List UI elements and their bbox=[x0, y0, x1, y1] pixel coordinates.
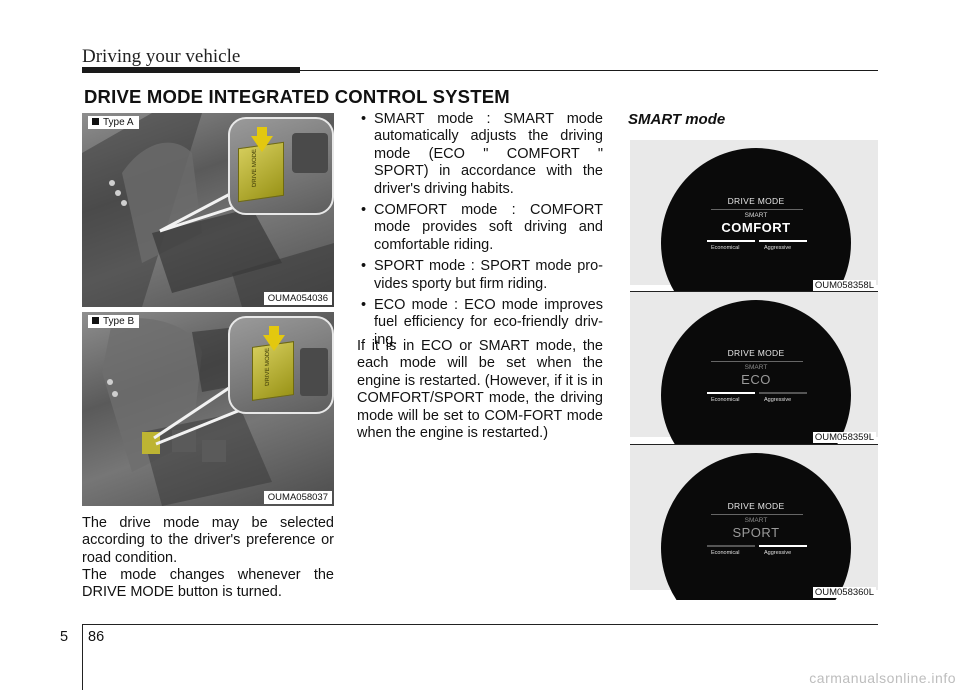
display-smart-label: SMART bbox=[744, 517, 768, 524]
bullet-smart: SMART mode : SMART mode automatically ad… bbox=[357, 111, 603, 198]
chapter-number: 5 bbox=[60, 629, 69, 645]
display-title: DRIVE MODE bbox=[727, 196, 785, 206]
arrow-stem-b bbox=[269, 326, 279, 336]
header-title: Driving your vehicle bbox=[82, 46, 241, 67]
aggressive-label: Aggressive bbox=[764, 245, 792, 251]
display-title: DRIVE MODE bbox=[727, 501, 785, 511]
header-bar bbox=[82, 67, 300, 73]
paragraph-mode-change: The mode changes whenever the DRIVE MODE… bbox=[82, 567, 334, 601]
bullet-eco: ECO mode : ECO mode improves fuel effici… bbox=[357, 297, 603, 349]
section-title: DRIVE MODE INTEGRATED CONTROL SYSTEM bbox=[84, 86, 510, 107]
type-b-tag: Type B bbox=[88, 315, 140, 328]
display-divider bbox=[630, 444, 878, 445]
display-title: DRIVE MODE bbox=[727, 348, 785, 358]
display-smart-label: SMART bbox=[744, 212, 768, 219]
svg-text:DRIVE MODE: DRIVE MODE bbox=[265, 347, 271, 386]
economical-bar bbox=[707, 240, 755, 242]
display-smart-label: SMART bbox=[744, 364, 768, 371]
display-code: OUM058359L bbox=[812, 432, 876, 443]
smart-mode-heading: SMART mode bbox=[628, 111, 726, 128]
economical-label: Economical bbox=[711, 397, 740, 403]
header-rule bbox=[300, 70, 878, 71]
type-b-label: Type B bbox=[103, 316, 135, 327]
drive-mode-button-text-a: DRIVE MODE bbox=[252, 149, 258, 188]
drive-mode-callout-a: DRIVE MODE bbox=[228, 117, 334, 215]
page-number: 86 bbox=[88, 629, 105, 645]
display-mode-label: ECO bbox=[741, 372, 771, 387]
down-arrow-icon bbox=[251, 136, 273, 152]
economical-bar bbox=[707, 392, 755, 394]
gear-selector-panel-a bbox=[292, 133, 328, 173]
side-switch-panel-b bbox=[300, 348, 328, 396]
aggressive-bar bbox=[759, 545, 807, 547]
bullet-sport: SPORT mode : SPORT mode pro-vides sporty… bbox=[357, 258, 603, 293]
display-code: OUM058360L bbox=[812, 587, 876, 598]
display-eco: DRIVE MODE SMART ECO Economical Aggressi… bbox=[630, 292, 878, 445]
display-divider bbox=[630, 291, 878, 292]
display-sport: DRIVE MODE SMART SPORT Economical Aggres… bbox=[630, 445, 878, 600]
photo-type-a: Type A DRIVE MODE OUMA054036 bbox=[82, 113, 334, 307]
display-screen: DRIVE MODE SMART COMFORT Economical Aggr… bbox=[661, 148, 851, 292]
economical-bar bbox=[707, 545, 755, 547]
type-a-tag: Type A bbox=[88, 116, 139, 129]
display-separator bbox=[711, 361, 803, 362]
drive-mode-button-a: DRIVE MODE bbox=[238, 141, 284, 203]
mode-bullet-list: SMART mode : SMART mode automatically ad… bbox=[357, 111, 603, 353]
economical-label: Economical bbox=[711, 245, 740, 251]
display-mode-label: SPORT bbox=[732, 525, 780, 540]
svg-text:DRIVE MODE: DRIVE MODE bbox=[252, 149, 258, 188]
display-separator bbox=[711, 209, 803, 210]
bullet-comfort: COMFORT mode : COMFORT mode provides sof… bbox=[357, 202, 603, 254]
restart-note: If it is in ECO or SMART mode, the each … bbox=[357, 338, 603, 442]
footer-rule bbox=[82, 624, 878, 625]
display-mode-label: COMFORT bbox=[721, 220, 791, 235]
drive-mode-button-text-b: DRIVE MODE bbox=[265, 347, 271, 386]
photo-type-b: Type B DRIVE MODE OUMA058037 bbox=[82, 312, 334, 506]
display-separator bbox=[711, 514, 803, 515]
drive-mode-callout-b: DRIVE MODE bbox=[228, 316, 334, 414]
figure-code-b: OUMA058037 bbox=[263, 491, 332, 504]
display-code: OUM058358L bbox=[812, 280, 876, 291]
footer-divider bbox=[82, 624, 83, 690]
aggressive-bar bbox=[759, 392, 807, 394]
aggressive-label: Aggressive bbox=[764, 550, 792, 556]
aggressive-bar bbox=[759, 240, 807, 242]
display-comfort: DRIVE MODE SMART COMFORT Economical Aggr… bbox=[630, 140, 878, 292]
display-screen: DRIVE MODE SMART ECO Economical Aggressi… bbox=[661, 300, 851, 445]
display-screen: DRIVE MODE SMART SPORT Economical Aggres… bbox=[661, 453, 851, 600]
aggressive-label: Aggressive bbox=[764, 397, 792, 403]
down-arrow-icon bbox=[263, 335, 285, 351]
arrow-stem-a bbox=[257, 127, 267, 137]
economical-label: Economical bbox=[711, 550, 740, 556]
drive-mode-button-b: DRIVE MODE bbox=[252, 341, 294, 401]
figure-code-a: OUMA054036 bbox=[263, 292, 332, 305]
watermark: carmanualsonline.info bbox=[809, 670, 956, 686]
bullet-square-icon bbox=[92, 317, 99, 324]
type-a-label: Type A bbox=[103, 117, 134, 128]
paragraph-intro: The drive mode may be selected according… bbox=[82, 515, 334, 566]
bullet-square-icon bbox=[92, 118, 99, 125]
